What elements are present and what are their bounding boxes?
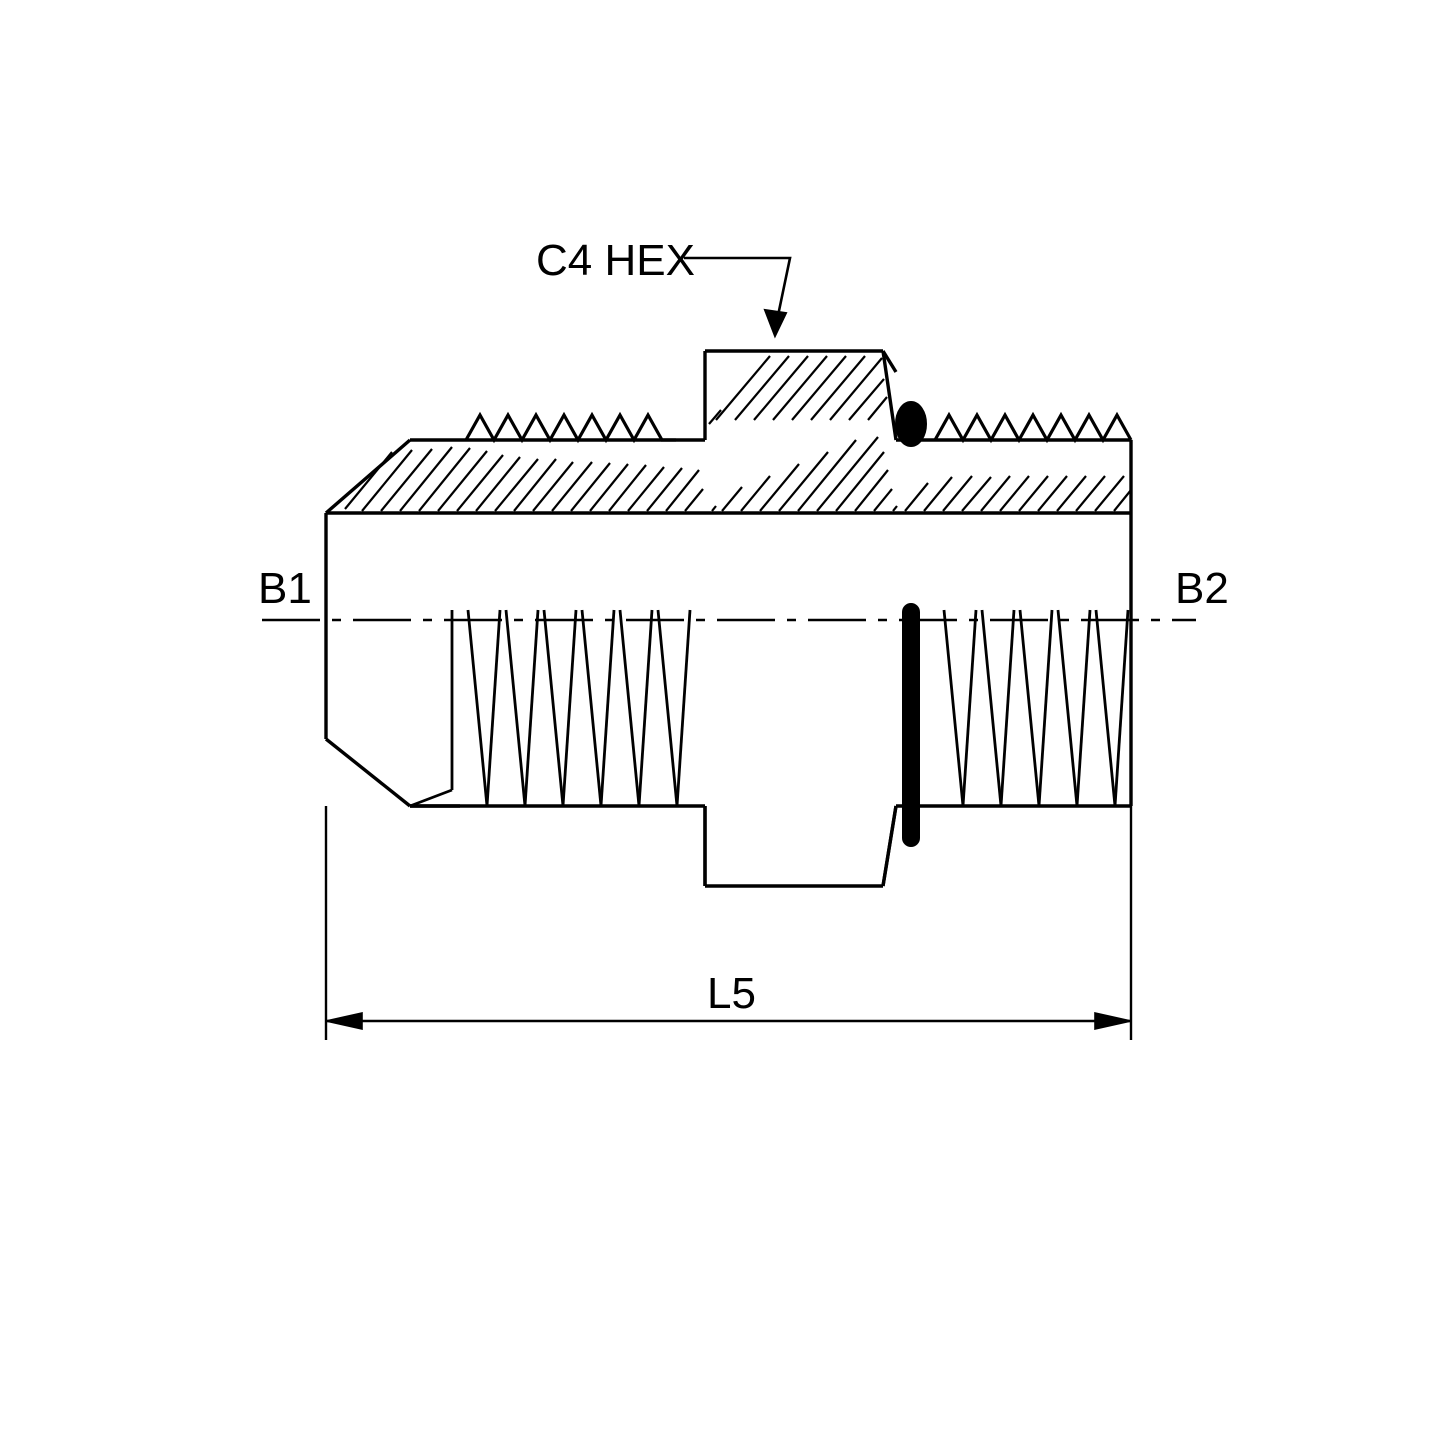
left-thread-crests-top xyxy=(464,411,676,444)
l5-dimension xyxy=(324,806,1133,1040)
label-b1: B1 xyxy=(258,564,312,613)
left-thread-lower-lines xyxy=(409,609,692,808)
lower-half-profile xyxy=(410,804,1131,888)
label-c4-hex: C4 HEX xyxy=(536,236,695,285)
right-thread-lower-lines xyxy=(942,609,1133,807)
label-b2: B2 xyxy=(1175,564,1229,613)
section-hatching xyxy=(344,355,1132,512)
body-outline xyxy=(324,349,1133,808)
c4-hex-leader xyxy=(684,256,792,339)
o-ring-seal xyxy=(895,401,927,847)
label-l5: L5 xyxy=(707,969,756,1018)
right-thread-crests-top xyxy=(933,411,1133,444)
hex-lower-edges xyxy=(703,805,898,887)
